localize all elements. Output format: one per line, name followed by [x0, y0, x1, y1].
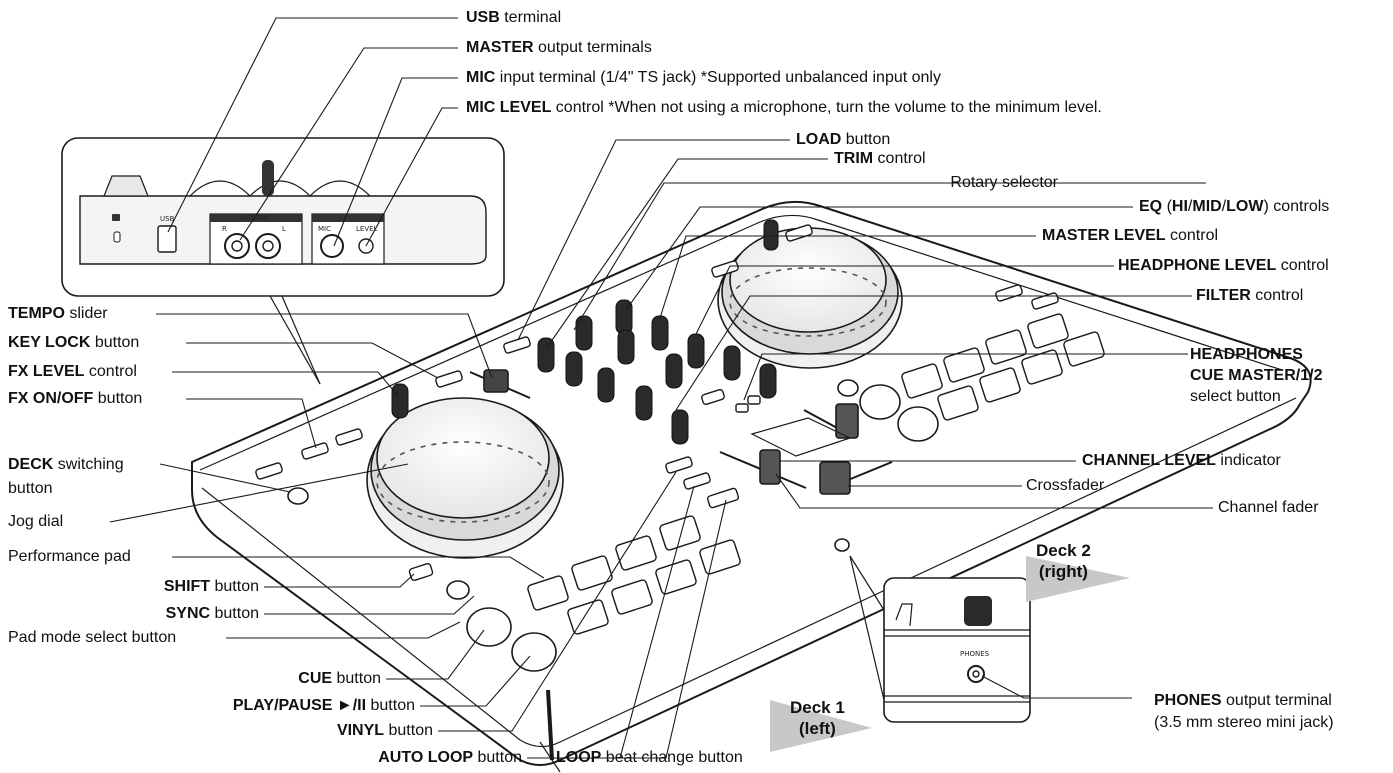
label-rotary-selector: Rotary selector	[950, 174, 1058, 191]
label-sync-button: SYNC button	[165, 605, 259, 622]
round-buttons[interactable]	[287, 379, 939, 672]
label-phones-output: PHONES output terminal(3.5 mm stereo min…	[1154, 692, 1334, 731]
jog-dial-right[interactable]	[717, 227, 903, 369]
label-channel-fader: Channel fader	[1218, 499, 1319, 516]
label-load-button: LOAD button	[796, 131, 891, 148]
deck-1-label: Deck 1(left)	[790, 698, 845, 738]
label-trim-control: TRIM control	[834, 150, 926, 167]
label-channel-level: CHANNEL LEVEL indicator	[1082, 452, 1281, 469]
inset-top	[61, 137, 505, 297]
deck-2-arrow	[1026, 556, 1130, 602]
inset-phones-text: PHONES	[960, 650, 990, 658]
label-eq-controls: EQ (HI/MID/LOW) controls	[1139, 198, 1330, 215]
jog-dial-left[interactable]	[366, 397, 564, 559]
label-fx-onoff: FX ON/OFF button	[8, 390, 143, 407]
label-tempo-slider: TEMPO slider	[8, 305, 108, 322]
mixer-knobs[interactable]	[391, 219, 779, 445]
label-master-level: MASTER LEVEL control	[1042, 227, 1219, 244]
deck-1-arrow	[770, 700, 872, 752]
label-jog-dial: Jog dial	[8, 513, 64, 530]
label-auto-loop: AUTO LOOP button	[378, 749, 522, 766]
label-loop-beat-change: LOOP beat change button	[556, 749, 743, 766]
label-performance-pad: Performance pad	[8, 548, 131, 565]
label-pad-mode: Pad mode select button	[8, 629, 177, 646]
label-filter-control: FILTER control	[1196, 287, 1304, 304]
label-crossfader: Crossfader	[1026, 477, 1105, 494]
inset-mic-level-text: LEVEL	[356, 225, 378, 233]
label-key-lock: KEY LOCK button	[8, 334, 140, 351]
inset-usb-text: USB	[160, 215, 175, 223]
inset-r-text: R	[222, 225, 227, 233]
performance-pads-right[interactable]	[901, 313, 1105, 421]
label-shift-button: SHIFT button	[163, 578, 259, 595]
performance-pads-left[interactable]	[527, 515, 741, 635]
label-play-pause: PLAY/PAUSE ►/II button	[232, 697, 415, 714]
label-master-output: MASTER output terminals	[466, 39, 652, 56]
inset-connector-lines	[269, 295, 885, 701]
label-fx-level: FX LEVEL control	[8, 363, 137, 380]
small-buttons[interactable]	[255, 224, 1059, 582]
deck-2-label: Deck 2(right)	[1036, 541, 1091, 581]
leader-lines	[109, 17, 1213, 759]
label-cue-button: CUE button	[298, 670, 381, 687]
inset-l-text: L	[282, 225, 286, 233]
faders[interactable]	[469, 369, 893, 495]
label-vinyl-button: VINYL button	[336, 722, 433, 739]
label-usb-terminal: USB terminal	[466, 9, 562, 26]
label-mic-input: MIC input terminal (1/4" TS jack) *Suppo…	[466, 69, 941, 86]
inset-mic-text: MIC	[318, 225, 331, 233]
inset-phones	[883, 577, 1031, 723]
label-mic-level: MIC LEVEL control *When not using a micr…	[466, 99, 1102, 116]
label-headphone-level: HEADPHONE LEVEL control	[1118, 257, 1329, 274]
